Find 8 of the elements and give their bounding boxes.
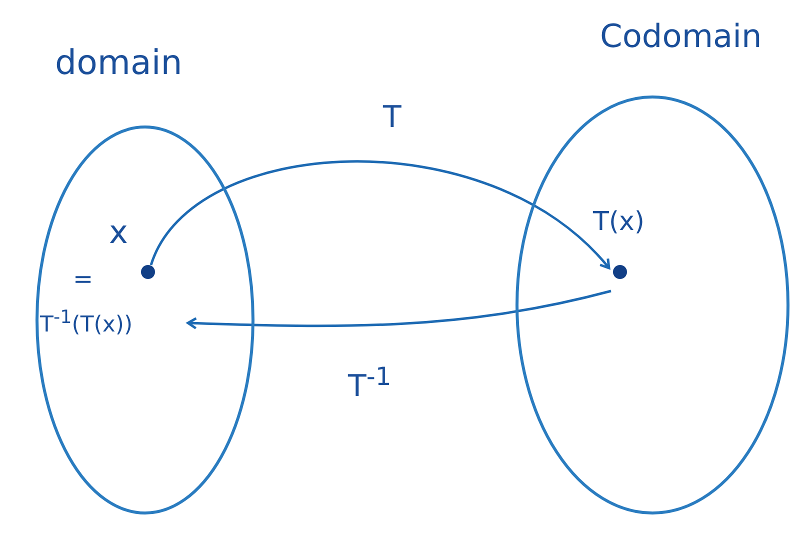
point-label: x — [109, 213, 128, 251]
set-heading: domain — [55, 43, 182, 83]
set-heading: Codomain — [600, 17, 762, 55]
mapping-arrow — [150, 160, 610, 270]
expression-label: T$^{-1}$(T(x)) — [40, 307, 133, 338]
point-label: = — [73, 265, 94, 293]
mapping-arrow — [186, 290, 612, 330]
point-label: T(x) — [593, 207, 645, 237]
